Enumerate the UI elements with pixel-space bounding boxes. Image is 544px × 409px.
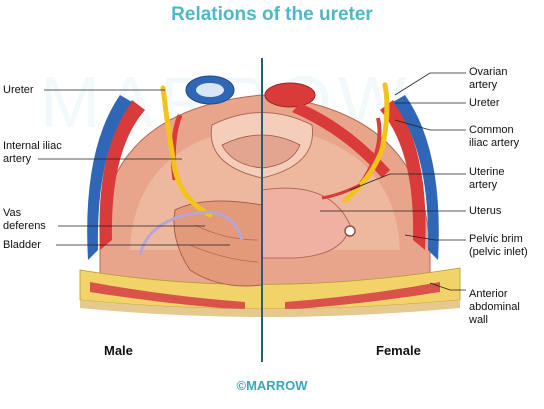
vas-deferens xyxy=(138,210,244,256)
left-leader-lines xyxy=(38,89,230,246)
label-vas-deferens-line2: deferens xyxy=(3,220,46,232)
uterine-artery xyxy=(321,183,361,200)
label-ovarian-artery-line2: artery xyxy=(469,79,498,91)
label-uterine-artery-line1: Uterine xyxy=(469,166,505,178)
vein-lumen xyxy=(196,83,224,97)
label-internal-iliac-line2: artery xyxy=(3,153,32,165)
bladder xyxy=(173,200,263,287)
label-internal-iliac-line1: Internal iliac xyxy=(3,140,62,152)
label-ureter-right: Ureter xyxy=(469,97,500,109)
label-pelvic-brim-line1: Pelvic brim xyxy=(469,233,523,245)
left-external-iliac-vein xyxy=(87,95,132,260)
common-iliac-artery-right xyxy=(292,103,390,178)
right-external-iliac-vein xyxy=(393,95,439,260)
label-female: Female xyxy=(376,343,421,358)
label-ovarian-artery-line1: Ovarian xyxy=(469,66,508,78)
right-external-iliac-artery xyxy=(380,100,426,250)
label-pelvic-brim-line2: (pelvic inlet) xyxy=(469,246,528,258)
label-common-iliac-line2: iliac artery xyxy=(469,137,520,149)
label-abdominal-wall-line3: wall xyxy=(469,314,488,326)
left-ureter xyxy=(160,85,213,218)
label-ureter-left: Ureter xyxy=(3,84,34,96)
label-uterus: Uterus xyxy=(469,205,502,217)
common-iliac-artery-cut xyxy=(264,82,316,108)
abdominal-wall-muscle-right xyxy=(285,282,440,310)
uterus xyxy=(261,187,351,259)
right-leader-lines xyxy=(320,72,466,291)
label-abdominal-wall-line1: Anterior xyxy=(469,288,508,300)
uterine-ring xyxy=(344,225,356,237)
label-abdominal-wall-line2: abdominal xyxy=(469,301,520,313)
label-male: Male xyxy=(104,343,133,358)
bladder-folds xyxy=(189,224,259,263)
marrow-logo: ©MARROW xyxy=(236,378,308,393)
page-title: Relations of the ureter xyxy=(171,4,373,25)
abdominal-wall-skin xyxy=(80,300,460,317)
label-bladder: Bladder xyxy=(3,239,41,251)
left-external-iliac-artery xyxy=(99,100,145,250)
label-vas-deferens-line1: Vas xyxy=(3,207,22,219)
label-common-iliac-line1: Common xyxy=(469,124,514,136)
label-uterine-artery-line2: artery xyxy=(469,179,498,191)
abdominal-wall-muscle-left xyxy=(90,282,245,310)
